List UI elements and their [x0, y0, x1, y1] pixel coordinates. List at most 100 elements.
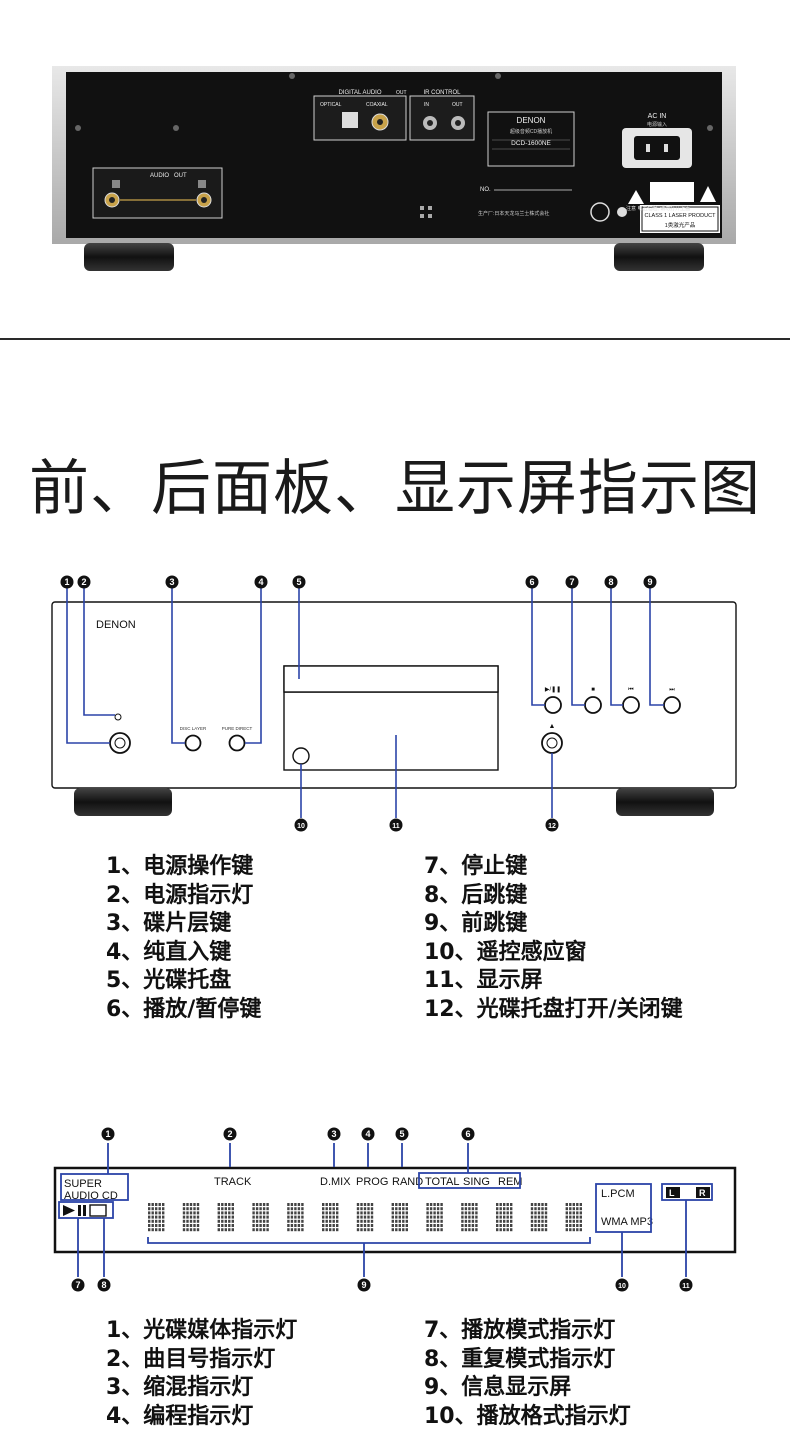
- play-pause-icon: ▶/❚❚: [545, 686, 561, 693]
- svg-text:5: 5: [296, 577, 301, 587]
- power-button[interactable]: [110, 733, 130, 753]
- left-channel-label: L: [669, 1188, 675, 1198]
- optical-jack-icon: [342, 112, 358, 128]
- audio-label: AUDIO: [150, 173, 169, 179]
- ir-out-tag: OUT: [452, 102, 463, 108]
- total-indicator: TOTAL: [425, 1176, 459, 1188]
- callout-number: 7: [566, 576, 579, 589]
- caution-text: 注意 电击危险, 请勿打开上盖: [626, 205, 690, 212]
- display-legend-left: 1、光碟媒体指示灯 2、曲目号指示灯 3、缩混指示灯 4、编程指示灯: [106, 1317, 297, 1431]
- ac-in-label: AC IN: [648, 113, 667, 120]
- callout-number: 10: [295, 819, 308, 832]
- legend-item: 1、电源操作键: [106, 853, 261, 882]
- callout-number: 6: [526, 576, 539, 589]
- section-divider: [0, 338, 790, 340]
- laser-label-line1: CLASS 1 LASER PRODUCT: [645, 213, 717, 219]
- callout-number: 1: [102, 1128, 115, 1141]
- callout-number: 11: [390, 819, 403, 832]
- svg-text:7: 7: [569, 577, 574, 587]
- legend-item: 2、曲目号指示灯: [106, 1346, 297, 1375]
- play-pause-button[interactable]: [545, 697, 561, 713]
- callout-number: 5: [396, 1128, 409, 1141]
- legend-item: 4、纯直入键: [106, 939, 261, 968]
- front-foot-right: [616, 788, 714, 816]
- legend-item: 6、播放/暂停键: [106, 996, 261, 1025]
- legend-item: 10、遥控感应窗: [424, 939, 683, 968]
- svg-text:11: 11: [682, 1283, 690, 1290]
- svg-text:9: 9: [361, 1280, 366, 1290]
- digital-out-tag: OUT: [396, 90, 407, 96]
- callout-number: 2: [78, 576, 91, 589]
- front-panel-illustration: DENON DISC LAYER PURE DIRECT ▶/❚❚ ■ ⏮ ⏭ …: [0, 570, 790, 840]
- screw-icon: [75, 125, 81, 131]
- callout-number: 10: [616, 1279, 629, 1292]
- callout-number: 6: [462, 1128, 475, 1141]
- callout-number: 5: [293, 576, 306, 589]
- callout-number: 7: [72, 1279, 85, 1292]
- callout-number: 4: [255, 576, 268, 589]
- disc-layer-label: DISC LAYER: [180, 726, 207, 731]
- legend-item: 11、显示屏: [424, 967, 683, 996]
- svg-text:11: 11: [392, 823, 400, 830]
- callout-number: 9: [644, 576, 657, 589]
- digital-audio-label: DIGITAL AUDIO: [338, 90, 381, 96]
- svg-text:3: 3: [331, 1129, 336, 1139]
- right-channel-label: R: [699, 1188, 706, 1198]
- callout-number: 9: [358, 1279, 371, 1292]
- dmix-indicator: D.MIX: [320, 1176, 351, 1188]
- prev-button[interactable]: [623, 697, 639, 713]
- next-button[interactable]: [664, 697, 680, 713]
- legend-item: 8、重复模式指示灯: [424, 1346, 631, 1375]
- callout-number: 3: [328, 1128, 341, 1141]
- callout-number: 8: [605, 576, 618, 589]
- svg-text:1: 1: [64, 577, 69, 587]
- svg-text:6: 6: [465, 1129, 470, 1139]
- legend-item: 8、后跳键: [424, 882, 683, 911]
- display-illustration: SUPER AUDIO CD TRACK D.MIX PROG RAND TOT…: [0, 1115, 790, 1300]
- callout-number: 1: [61, 576, 74, 589]
- rear-foot-left: [84, 243, 174, 271]
- front-legend-right: 7、停止键 8、后跳键 9、前跳键 10、遥控感应窗 11、显示屏 12、光碟托…: [424, 853, 683, 1024]
- front-brand-logo: DENON: [96, 619, 136, 631]
- svg-text:12: 12: [548, 823, 556, 830]
- svg-text:10: 10: [297, 823, 305, 830]
- no-label: NO.: [480, 187, 491, 193]
- next-icon: ⏭: [669, 687, 675, 693]
- legend-item: 7、停止键: [424, 853, 683, 882]
- optical-label: OPTICAL: [320, 102, 342, 108]
- eject-icon: ▲: [549, 723, 556, 730]
- svg-text:8: 8: [101, 1280, 106, 1290]
- screw-icon: [289, 73, 295, 79]
- ir-in-tag: IN: [424, 102, 429, 108]
- power-indicator: [115, 714, 121, 720]
- eject-button[interactable]: [542, 733, 562, 753]
- svg-text:5: 5: [399, 1129, 404, 1139]
- stop-icon: ■: [591, 687, 595, 693]
- disc-layer-button[interactable]: [186, 736, 201, 751]
- legend-item: 12、光碟托盘打开/关闭键: [424, 996, 683, 1025]
- nameplate-line1: 超级音频CD播放机: [510, 128, 552, 135]
- legend-item: 3、碟片层键: [106, 910, 261, 939]
- prev-icon: ⏮: [628, 687, 634, 693]
- legend-item: 7、播放模式指示灯: [424, 1317, 631, 1346]
- ir-control-box: [410, 96, 474, 140]
- screw-icon: [173, 125, 179, 131]
- ir-control-label: IR CONTROL: [423, 90, 461, 96]
- track-indicator: TRACK: [214, 1176, 252, 1188]
- svg-text:10: 10: [618, 1283, 626, 1290]
- legend-item: 5、光碟托盘: [106, 967, 261, 996]
- svg-text:8: 8: [608, 577, 613, 587]
- screw-icon: [495, 73, 501, 79]
- svg-text:4: 4: [365, 1129, 370, 1139]
- svg-text:2: 2: [227, 1129, 232, 1139]
- sing-indicator: SING: [463, 1176, 490, 1188]
- pure-direct-button[interactable]: [230, 736, 245, 751]
- nameplate-brand: DENON: [517, 116, 546, 125]
- legend-item: 9、信息显示屏: [424, 1374, 631, 1403]
- laser-label-line2: 1类激光产品: [665, 221, 696, 229]
- legend-item: 3、缩混指示灯: [106, 1374, 297, 1403]
- nameplate-model: DCD-1600NE: [511, 140, 551, 147]
- legend-item: 2、电源指示灯: [106, 882, 261, 911]
- stop-button[interactable]: [585, 697, 601, 713]
- display-legend-right: 7、播放模式指示灯 8、重复模式指示灯 9、信息显示屏 10、播放格式指示灯: [424, 1317, 631, 1431]
